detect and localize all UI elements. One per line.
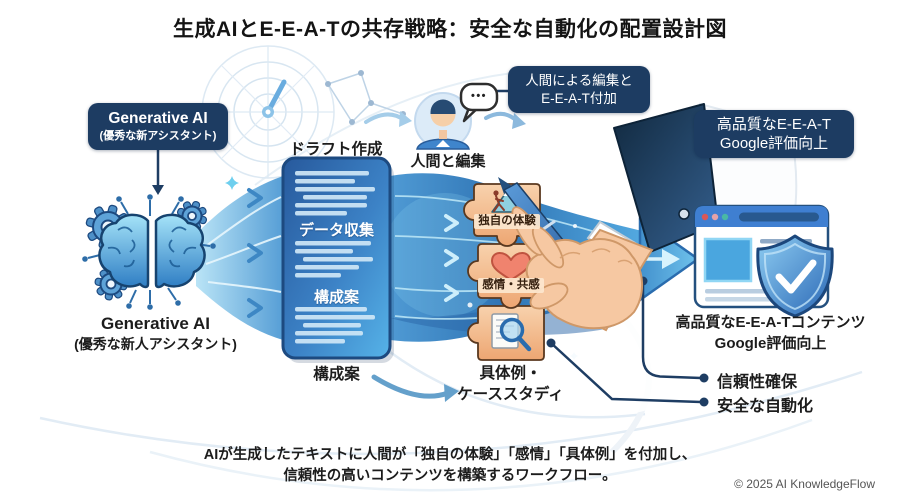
document-label-data-collection: データ収集 [298, 222, 374, 239]
puzzle-label-emotion: 感情・共感 [478, 278, 544, 293]
draft-document-illustration [281, 156, 394, 363]
footer-line-2: 信頼性の高いコンテンツを構築するワークフロー。 [283, 468, 617, 484]
radar-gauge-icon [201, 45, 335, 179]
browser-dot-red [701, 213, 709, 221]
result-caption-line: 高品質なE-E-A-Tコンテンツ [675, 314, 866, 331]
brain-caption-line: (優秀な新人アシスタント) [74, 336, 237, 353]
brain-caption: Generative AI (優秀な新人アシスタント) [48, 313, 263, 354]
result-caption-line: Google評価向上 [714, 335, 827, 352]
speech-dots: ••• [470, 90, 488, 102]
badge-line: 高品質なE-E-A-T [716, 115, 832, 133]
badge-line: (優秀な新アシスタント) [99, 130, 217, 143]
generative-ai-badge: Generative AI (優秀な新アシスタント) [88, 103, 228, 150]
draft-label: ドラフト作成 [289, 141, 383, 158]
puzzle-label-experience: 独自の体験 [474, 214, 540, 229]
speech-bubble-icon [459, 82, 499, 123]
copyright: © 2025 AI KnowledgeFlow [734, 477, 875, 491]
badge-line: E-E-A-T付加 [541, 90, 617, 106]
page-title: 生成AIとE-E-A-Tの共存戦略：安全な自動化の配置設計図 [173, 18, 727, 41]
editor-person-icon [414, 82, 499, 150]
bullet-reliability: 信頼性確保 [717, 374, 798, 391]
address-bar [739, 212, 819, 222]
shield-check-icon [756, 234, 834, 318]
bullet-safe-automation: 安全な自動化 [717, 398, 814, 415]
circuit-stubs [82, 194, 216, 310]
ai-brain-icon [82, 194, 216, 310]
document-bottom-label: 構成案 [313, 366, 360, 383]
flow-stream-left [196, 176, 283, 340]
browser-dot-teal [721, 213, 729, 221]
brain-caption-line: Generative AI [101, 314, 210, 333]
magnifier-document-icon [491, 313, 532, 352]
sleeve-white-area [556, 310, 688, 414]
badge-line: Generative AI [108, 110, 208, 128]
result-badge: 高品質なE-E-A-T Google評価向上 [694, 110, 854, 158]
human-edit-badge: 人間による編集と E-E-A-T付加 [508, 66, 650, 113]
background-decorations [39, 45, 863, 492]
document-label-outline: 構成案 [313, 289, 359, 306]
human-edit-label: 人間と編集 [410, 153, 486, 170]
content-image-block [703, 237, 753, 283]
connector-lines [152, 89, 746, 407]
puzzle-label-line: 具体例・ [479, 365, 542, 382]
badge-line: Google評価向上 [719, 135, 829, 152]
puzzle-label-line: ケーススタディ [457, 385, 564, 403]
footer-line-1: AIが生成したテキストに人間が「独自の体験」「感情」「具体例」を付加し、 [203, 447, 697, 463]
badge-line: 人間による編集と [525, 72, 633, 88]
browser-dot-pink [711, 213, 719, 221]
curved-arrow-icons [364, 111, 526, 402]
browser-window-illustration [693, 204, 834, 318]
result-caption: 高品質なE-E-A-Tコンテンツ Google評価向上 [648, 312, 893, 354]
puzzle-label-case-study: 具体例・ ケーススタディ [438, 364, 583, 406]
